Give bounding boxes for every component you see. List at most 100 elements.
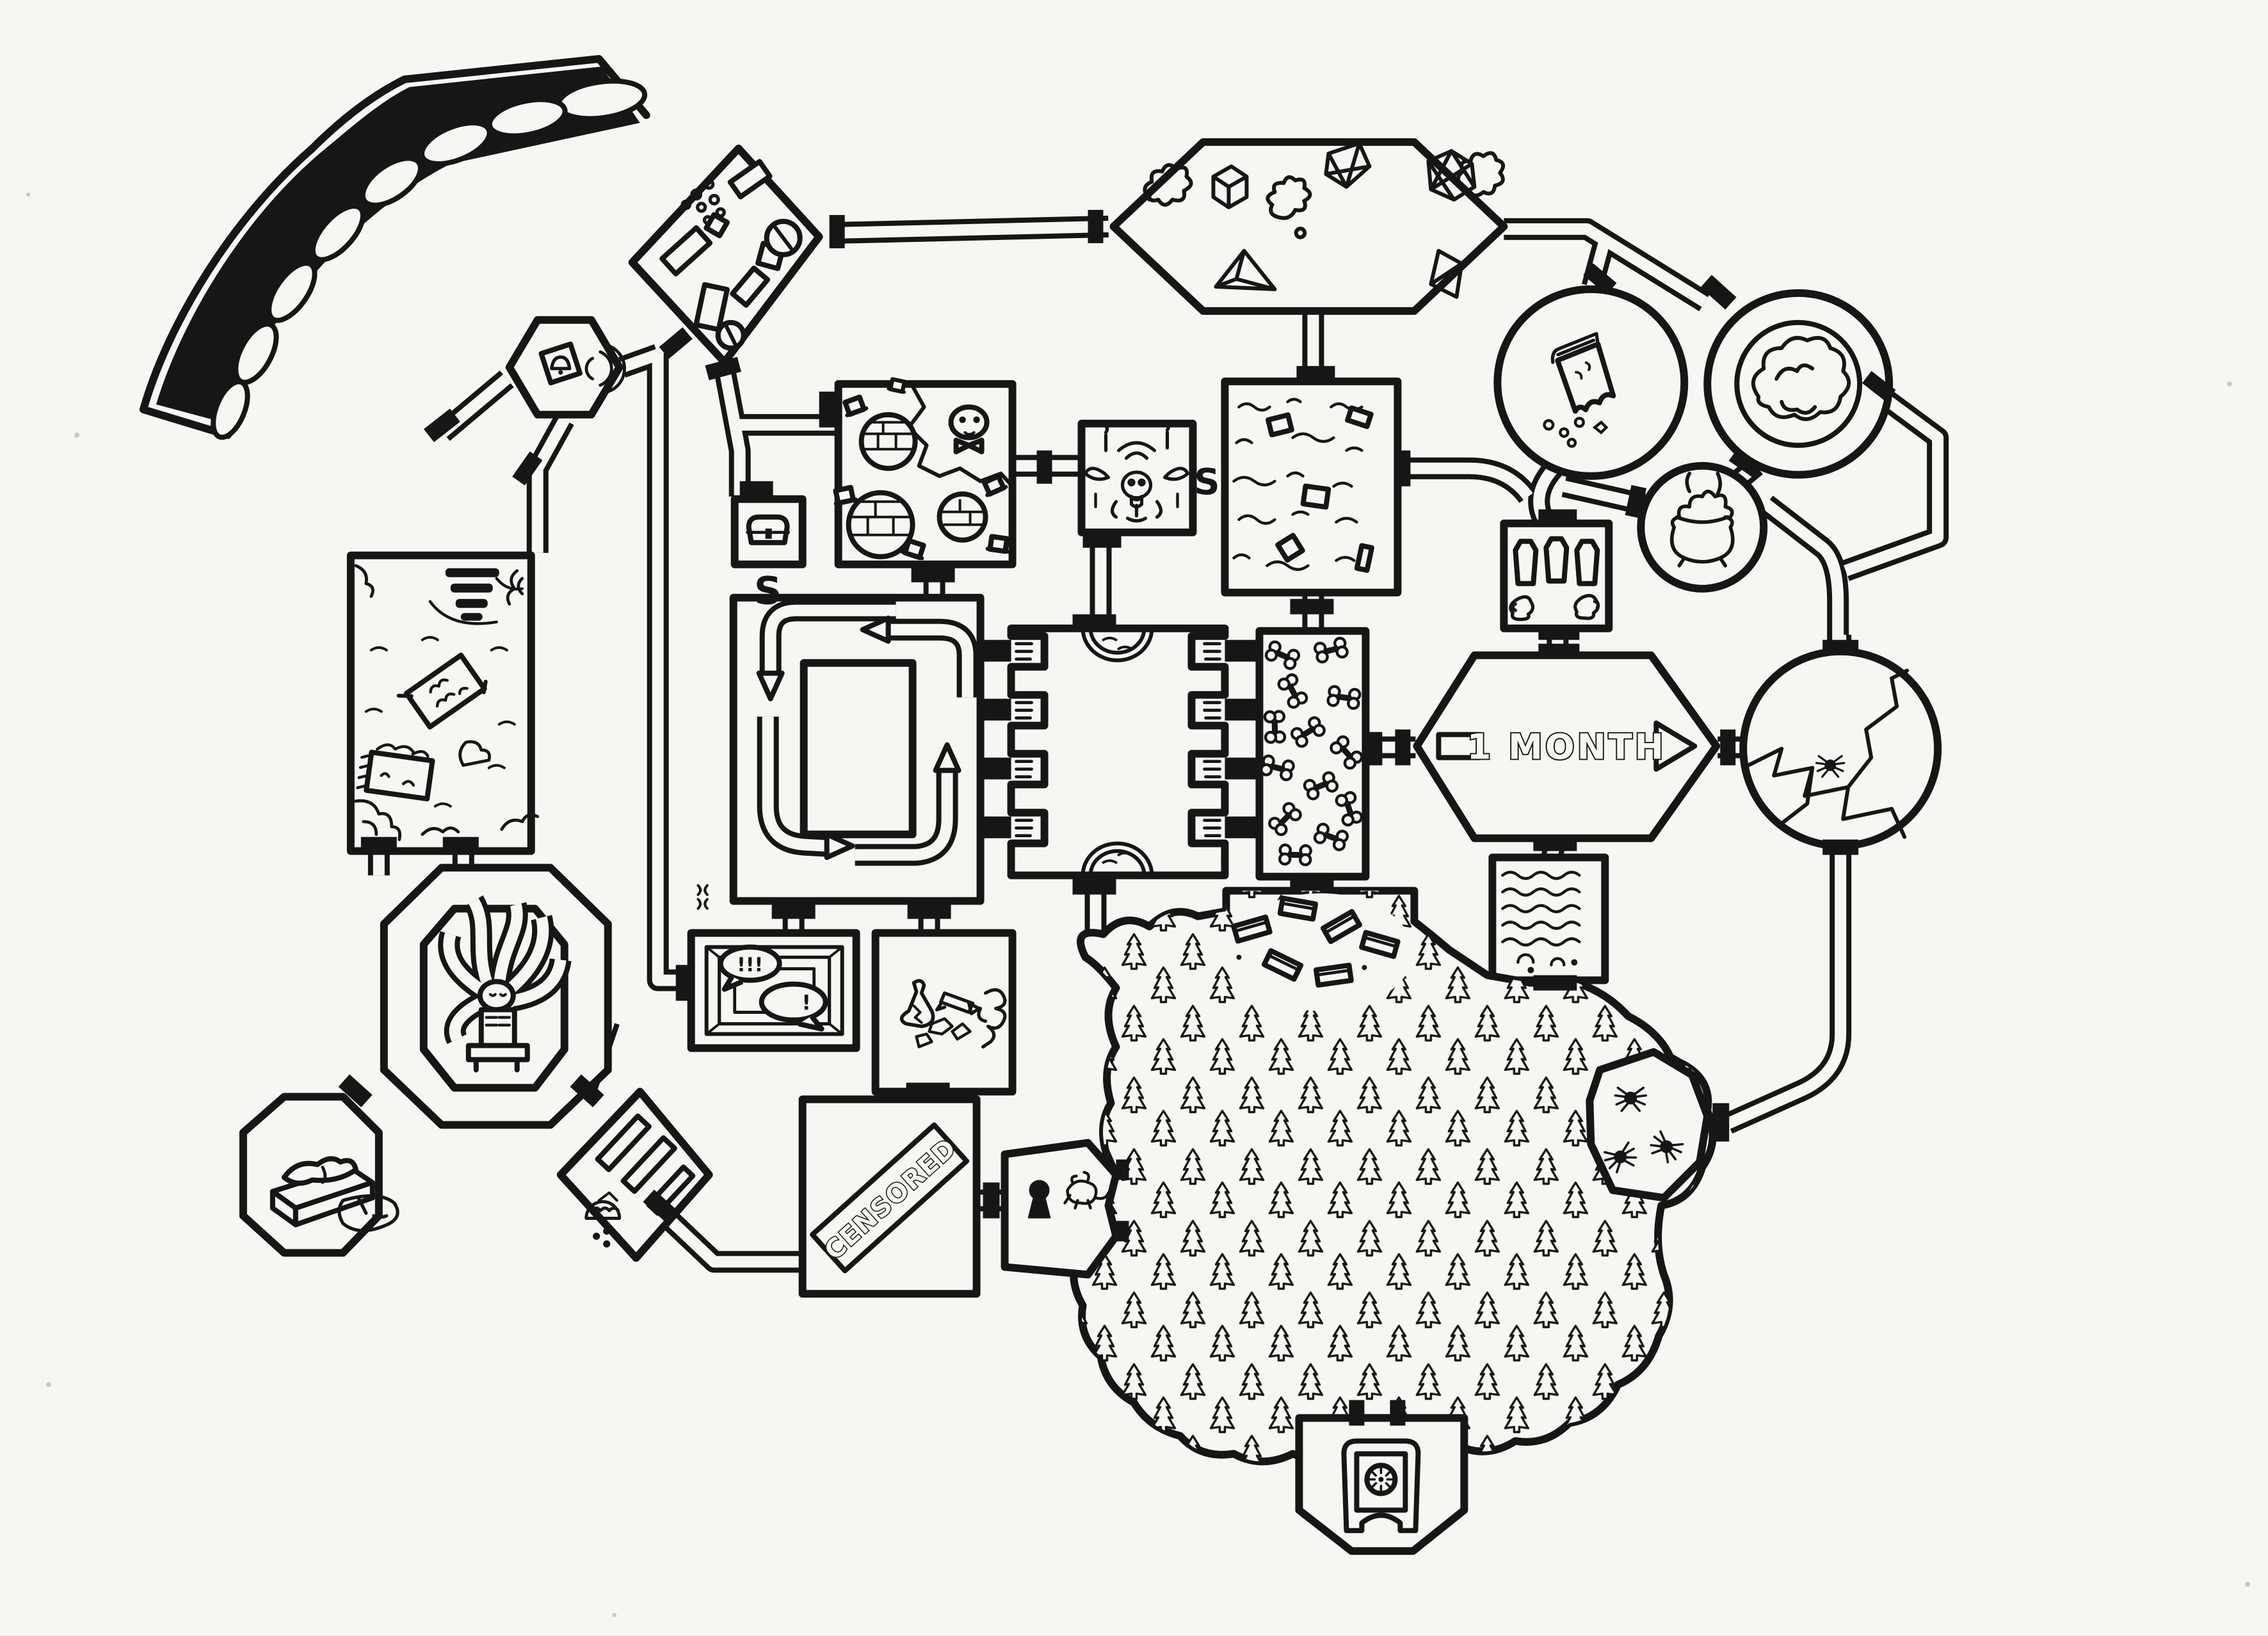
pebble-cluster-icon xyxy=(680,179,726,225)
brain-boulder-icon xyxy=(1751,335,1851,421)
door xyxy=(1822,839,1859,855)
picture-room: !!! ! xyxy=(687,884,860,1052)
one-month-hall: 1 MONTH xyxy=(1413,651,1721,842)
flooded-room xyxy=(1221,377,1402,597)
door xyxy=(977,816,1011,838)
door xyxy=(771,903,816,919)
door xyxy=(977,639,1011,662)
crate-icon xyxy=(1234,898,1398,985)
crumbling-book-icon xyxy=(1550,332,1616,414)
door xyxy=(1712,1103,1730,1142)
broken-pencil-icon xyxy=(935,991,981,1016)
forest-cavern xyxy=(1068,886,1717,1466)
crumbs-icon xyxy=(1543,417,1609,448)
crypt xyxy=(1500,519,1613,632)
fissure-icon xyxy=(1746,668,1910,839)
door xyxy=(1822,639,1859,655)
door xyxy=(739,481,773,497)
door xyxy=(1296,365,1335,381)
one-month-label: 1 MONTH xyxy=(1467,727,1666,767)
cut-gem-icon xyxy=(1324,141,1372,189)
door xyxy=(1700,275,1737,310)
door xyxy=(829,214,845,248)
fissure-cave xyxy=(1739,647,1942,850)
d8-die-icon xyxy=(1429,248,1464,299)
floating-crate-icon xyxy=(1266,405,1374,573)
arrow-icon xyxy=(1436,720,1698,772)
bell-room xyxy=(505,316,626,419)
round-table-icon xyxy=(846,412,988,559)
altar-room xyxy=(1077,419,1197,536)
spider-nest xyxy=(1586,1048,1712,1202)
book-cave xyxy=(1493,285,1689,480)
broken-lab-room xyxy=(871,929,1017,1096)
door xyxy=(819,391,836,428)
crate-clearing xyxy=(1228,893,1413,1011)
skull-bowtie-icon xyxy=(948,404,990,454)
chasm xyxy=(139,54,650,440)
door xyxy=(1538,509,1577,525)
door xyxy=(1088,209,1104,243)
door xyxy=(1862,371,1896,403)
anger-mark-icon xyxy=(696,884,709,910)
door xyxy=(1395,450,1411,486)
labels: S S xyxy=(754,461,1220,614)
door xyxy=(1395,729,1411,766)
boulder-vault xyxy=(1703,289,1894,479)
door xyxy=(570,1074,604,1107)
door xyxy=(643,1189,677,1223)
keyhole-icon xyxy=(1027,1180,1051,1219)
flooded-hall xyxy=(346,551,540,855)
rat-icon xyxy=(1063,1171,1110,1210)
door xyxy=(1625,485,1646,518)
pine-tree-icon xyxy=(1072,890,1713,1462)
treasure-chest-icon xyxy=(746,514,791,545)
door xyxy=(675,965,693,1001)
door xyxy=(423,408,460,442)
door xyxy=(1533,975,1577,991)
curved-arrow-icon xyxy=(756,599,979,866)
door xyxy=(1036,450,1052,484)
secret-door-label-altar: S xyxy=(1194,461,1219,503)
keyhole-room xyxy=(1001,1139,1120,1279)
door xyxy=(1728,448,1763,479)
rotating-hall xyxy=(729,593,985,905)
doors xyxy=(338,209,1896,1426)
raft-icon xyxy=(356,652,488,802)
debris-blocks-icon xyxy=(659,159,803,351)
chest-nook xyxy=(730,495,807,568)
alcove-hall xyxy=(1007,624,1229,879)
door xyxy=(1072,878,1116,895)
sarcophagus-icon xyxy=(1513,536,1600,586)
blood-pool-icon xyxy=(337,1194,399,1233)
door xyxy=(1116,1159,1129,1180)
door xyxy=(442,837,479,854)
door xyxy=(360,837,397,854)
broken-flask-icon xyxy=(899,979,935,1029)
door xyxy=(977,698,1011,721)
door xyxy=(705,357,741,381)
door xyxy=(1538,625,1580,640)
door xyxy=(1367,732,1383,766)
gem-room xyxy=(1109,138,1508,315)
d20-die-icon xyxy=(1426,148,1477,202)
door xyxy=(1072,614,1116,631)
door xyxy=(1225,757,1260,780)
door xyxy=(659,327,693,359)
bubbling-cauldron-icon xyxy=(1669,471,1735,568)
skull-tavern xyxy=(833,379,1017,568)
corpse-on-slab-icon xyxy=(269,1156,375,1228)
corpse-room xyxy=(239,1093,399,1257)
pool-room xyxy=(1488,853,1609,984)
tentacle-statue-icon xyxy=(438,895,572,1073)
bone-room xyxy=(1255,627,1370,881)
d4-die-icon xyxy=(1214,248,1277,291)
coiled-rope-icon xyxy=(977,988,1007,1049)
door xyxy=(1533,835,1577,851)
anger-exclaim-label: ! xyxy=(801,991,811,1015)
horned-skull-altar-icon xyxy=(1083,422,1190,523)
waves-icon xyxy=(1232,397,1363,571)
cauldron-den xyxy=(1637,461,1768,593)
door xyxy=(1116,1221,1129,1242)
